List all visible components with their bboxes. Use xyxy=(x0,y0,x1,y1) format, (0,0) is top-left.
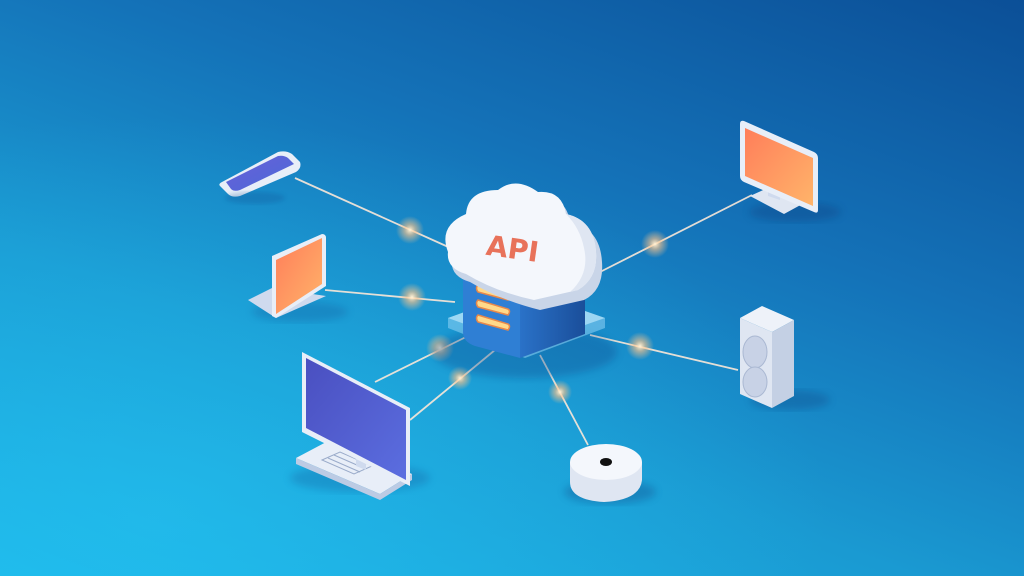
phone-screen xyxy=(226,155,294,191)
smart-puck-device[interactable] xyxy=(564,444,656,504)
api-server: API xyxy=(433,183,617,378)
laptop-device[interactable] xyxy=(248,234,348,322)
laptop-screen xyxy=(276,238,322,314)
keyboard-base xyxy=(296,440,412,494)
smartphone-device[interactable] xyxy=(219,151,301,204)
puck-sensor-dot xyxy=(600,458,612,466)
speaker-device[interactable] xyxy=(740,306,830,410)
monitor-device[interactable] xyxy=(740,120,841,222)
link-speaker xyxy=(589,334,739,371)
monitor-screen xyxy=(745,128,813,206)
speaker-cone-top xyxy=(742,335,768,369)
desktop-computer-device[interactable] xyxy=(290,352,430,500)
desktop-screen xyxy=(306,358,406,480)
monitor-stand xyxy=(750,186,806,214)
cloud-icon xyxy=(445,183,603,310)
speaker-cone-bottom xyxy=(742,366,768,398)
link-monitor xyxy=(599,194,753,273)
api-label: API xyxy=(484,229,541,269)
connection-lines xyxy=(294,177,753,446)
link-laptop xyxy=(324,289,456,303)
link-smartphone xyxy=(294,177,456,251)
